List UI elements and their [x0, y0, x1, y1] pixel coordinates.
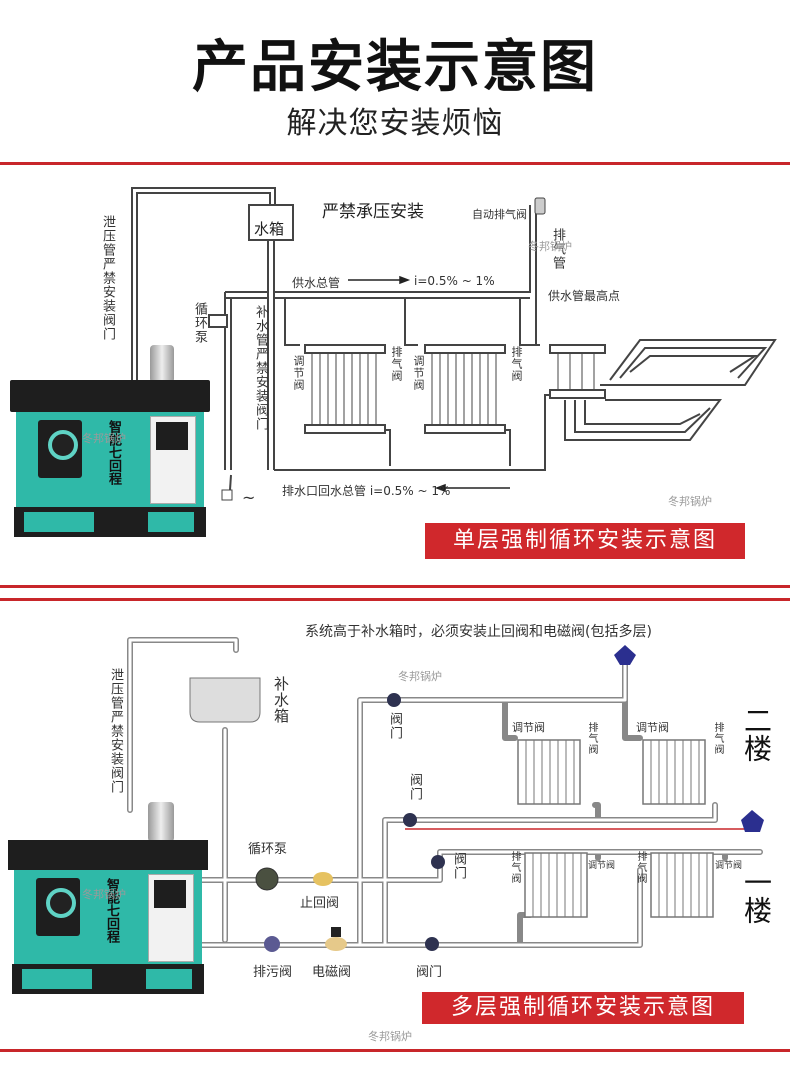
label-valve-mid: 阀门	[407, 773, 422, 801]
section2-banner: 多层强制循环安装示意图	[422, 992, 744, 1024]
label-solenoid-valve: 电磁阀	[312, 965, 352, 980]
drain-valve-2-icon	[264, 936, 280, 952]
boiler-top-panel	[8, 840, 208, 870]
watermark: 冬邦锅炉	[528, 240, 572, 253]
label-relief-pipe-2: 泄压管严禁安装阀门	[108, 668, 123, 794]
label-f2-adjust-2: 调节阀	[636, 721, 669, 734]
label-f1-adjust-2: 调节阀	[715, 861, 743, 871]
boiler-drawer-right	[148, 512, 194, 532]
boiler-door-ring	[48, 430, 78, 460]
radiator-1-top	[304, 344, 386, 354]
boiler-drawer-left	[22, 969, 92, 989]
valve-bottom-icon	[425, 937, 439, 951]
label-no-pressure: 严禁承压安装	[322, 202, 424, 222]
label-f1-air-1: 排气阀	[509, 851, 520, 884]
label-auto-air-valve: 自动排气阀	[472, 208, 527, 221]
label-slope-supply: i=0.5% ~ 1%	[414, 274, 495, 288]
boiler-drawer-left	[24, 512, 94, 532]
label-valve-bottom: 阀门	[416, 965, 443, 980]
valve-right-icon	[431, 855, 445, 869]
manifold-top	[549, 344, 606, 354]
boiler-motor	[148, 802, 174, 842]
watermark: 冬邦锅炉	[82, 888, 126, 901]
manifold-bottom	[549, 389, 606, 399]
label-relief-pipe-1: 泄压管严禁安装阀门	[100, 215, 115, 341]
label-return-main: 排水口回水总管 i=0.5% ~ 1%	[282, 484, 451, 498]
makeup-tank	[189, 677, 261, 723]
boiler-display	[156, 422, 188, 450]
label-drain-symbol: ~	[242, 488, 256, 507]
boiler-door-ring	[46, 888, 76, 918]
radiator-f2-2	[642, 739, 706, 805]
label-system-note: 系统高于补水箱时，必须安装止回阀和电磁阀(包括多层)	[305, 624, 652, 640]
radiator-f2-1	[517, 739, 581, 805]
label-supply-high-point: 供水管最高点	[548, 289, 621, 303]
air-vent-top-icon	[614, 645, 636, 665]
relief-pipe-2	[127, 637, 239, 813]
section1-banner: 单层强制循环安装示意图	[425, 523, 745, 559]
label-air-valve-1: 排气阀	[390, 346, 403, 382]
circ-pump-2-icon	[255, 867, 279, 891]
divider-mid-1	[0, 585, 790, 588]
radiator-f1-1	[524, 852, 588, 918]
boiler-display	[154, 880, 186, 908]
valve-top-icon	[387, 693, 401, 707]
solenoid-valve-icon	[325, 937, 347, 951]
label-f2-air-1: 排气阀	[586, 722, 597, 755]
label-floor-1: 一楼	[740, 868, 773, 924]
watermark: 冬邦锅炉	[398, 670, 442, 683]
boiler-unit-1: 智能七回程	[10, 345, 210, 545]
label-adjust-valve-1: 调节阀	[292, 355, 305, 391]
check-valve-icon	[313, 872, 333, 886]
boiler-brand-text: 智能七回程	[104, 878, 119, 943]
label-air-pipe: 排气管	[550, 228, 565, 270]
label-circ-pump-2: 循环泵	[248, 842, 288, 857]
water-tank	[248, 204, 294, 241]
label-circ-pump-1: 循环泵	[192, 302, 207, 344]
label-f2-adjust-1: 调节阀	[512, 721, 545, 734]
watermark: 冬邦锅炉	[368, 1030, 412, 1043]
label-supply-main: 供水总管	[292, 276, 341, 290]
divider-bottom	[0, 1049, 790, 1052]
valve-mid-icon	[403, 813, 417, 827]
boiler-unit-2: 智能七回程	[8, 802, 208, 1000]
label-adjust-valve-2: 调节阀	[412, 355, 425, 391]
label-valve-top: 阀门	[387, 712, 402, 740]
solenoid-coil-icon	[331, 927, 341, 937]
page-subtitle: 解决您安装烦恼	[286, 106, 504, 141]
page-title: 产品安装示意图	[192, 35, 598, 100]
drain-valve-icon	[221, 489, 233, 501]
label-f1-air-2: 排气阀	[635, 851, 646, 884]
label-drain-valve: 排污阀	[253, 965, 293, 980]
watermark: 冬邦锅炉	[82, 432, 126, 445]
radiator-2-top	[424, 344, 506, 354]
circ-pump-symbol	[208, 314, 228, 328]
label-air-valve-2: 排气阀	[510, 346, 523, 382]
boiler-top-panel	[10, 380, 210, 412]
watermark: 冬邦锅炉	[668, 495, 712, 508]
divider-top	[0, 162, 790, 165]
air-vent-right-icon	[741, 810, 764, 832]
boiler-drawer-right	[146, 969, 192, 989]
label-f1-adjust-1: 调节阀	[588, 861, 616, 871]
boiler-motor	[150, 345, 174, 383]
label-makeup-pipe: 补水管严禁安装阀门	[253, 305, 268, 431]
label-valve-right: 阀门	[451, 852, 466, 880]
label-floor-2: 二楼	[740, 706, 773, 762]
label-water-tank: 水箱	[254, 220, 285, 238]
boiler-brand-text: 智能七回程	[106, 420, 121, 485]
divider-mid-2	[0, 598, 790, 601]
label-f2-air-2: 排气阀	[712, 722, 723, 755]
floor-heating-coil	[600, 339, 777, 386]
label-check-valve: 止回阀	[300, 896, 340, 911]
relief-pipe	[131, 187, 276, 380]
label-makeup-tank: 补水箱	[272, 676, 290, 724]
auto-air-valve-icon	[534, 197, 546, 215]
radiator-f1-2	[650, 852, 714, 918]
